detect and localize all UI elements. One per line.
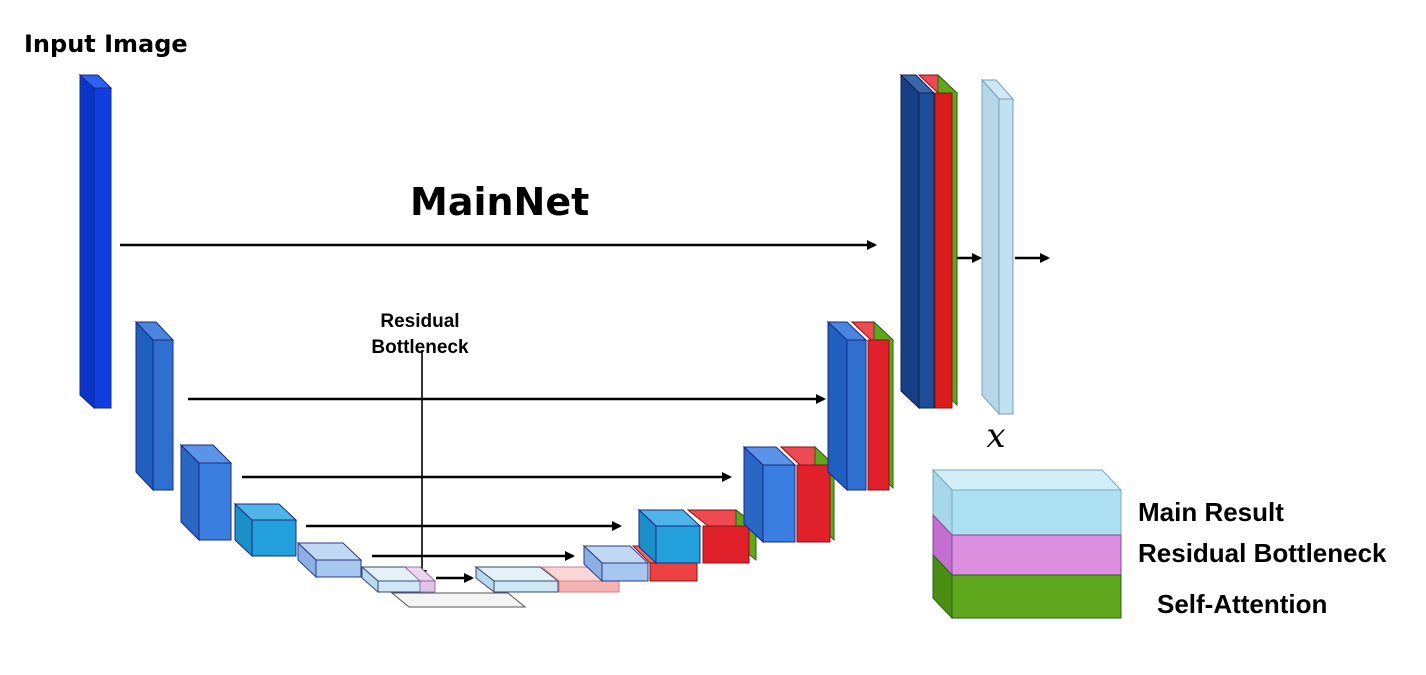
residual-label-line1: Residual bbox=[380, 311, 459, 332]
input-image-label: Input Image bbox=[24, 30, 188, 58]
legend-residual-bottleneck-label: Residual Bottleneck bbox=[1138, 538, 1387, 568]
legend-self-attention-label: Self-Attention bbox=[1157, 589, 1327, 619]
decoder-block-5 bbox=[582, 544, 650, 583]
decoder-red-block-1 bbox=[917, 73, 959, 409]
encoder-block-1 bbox=[78, 73, 113, 410]
decoder-red-block-4 bbox=[686, 508, 758, 564]
decoder-block-6 bbox=[474, 565, 560, 594]
legend-swatch-residual-bottleneck bbox=[951, 534, 1122, 576]
encoder-block-2 bbox=[134, 320, 175, 492]
decoder-red-block-2 bbox=[850, 320, 895, 491]
legend: Main Result Residual Bottleneck Self-Att… bbox=[931, 468, 1387, 620]
output-layer bbox=[980, 78, 1015, 416]
legend-swatch-self-attention bbox=[951, 574, 1122, 619]
legend-swatch-main-result bbox=[951, 489, 1122, 536]
mainnet-label: MainNet bbox=[410, 180, 589, 224]
encoder-block-5 bbox=[296, 541, 363, 579]
decoder-block-2 bbox=[826, 320, 868, 492]
encoder-block-3 bbox=[179, 443, 233, 542]
decoder-block-4 bbox=[637, 508, 702, 565]
residual-bottleneck-block bbox=[403, 566, 437, 593]
decoder-block-1 bbox=[899, 73, 936, 410]
residual-label-line2: Bottleneck bbox=[371, 337, 469, 358]
bottleneck-base-plate bbox=[390, 592, 527, 608]
legend-main-result-label: Main Result bbox=[1138, 497, 1284, 527]
legend-stack bbox=[931, 468, 1123, 620]
decoder-block-3 bbox=[742, 445, 797, 544]
output-symbol: x bbox=[986, 416, 1005, 456]
encoder-block-4 bbox=[233, 502, 298, 558]
